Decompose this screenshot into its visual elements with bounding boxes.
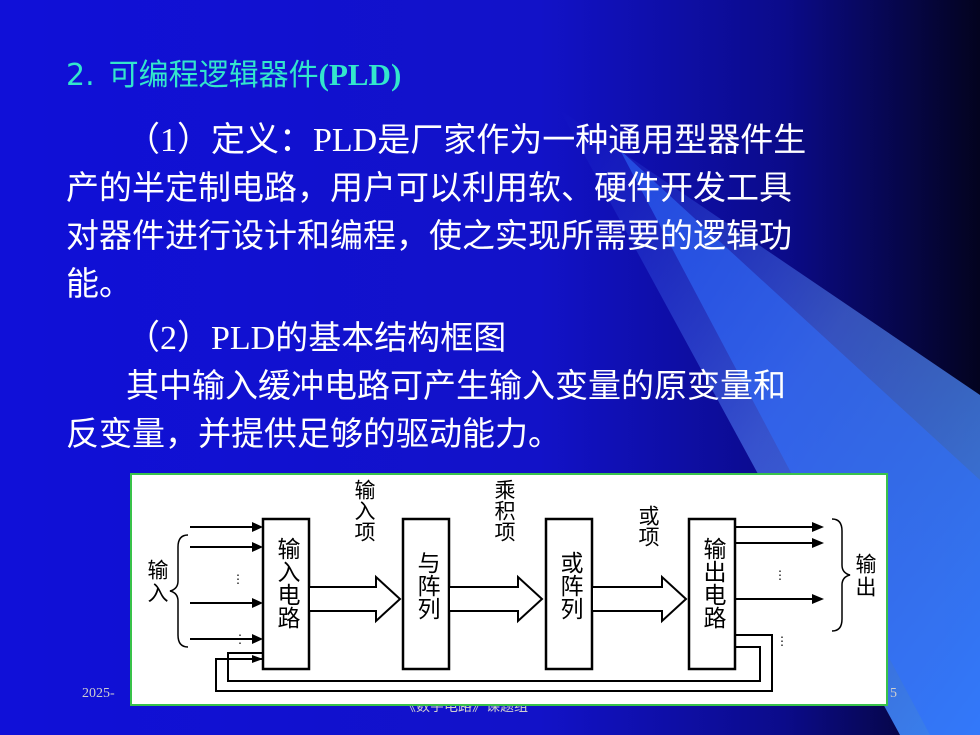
para2-prefix: （2） bbox=[126, 320, 211, 357]
para1-line2: 产的半定制电路，用户可以利用软、硬件开发工具 bbox=[66, 168, 792, 207]
output-feedback-ellipsis: ⋮ bbox=[776, 634, 788, 648]
block-input-circuit-text: 输入电路 bbox=[273, 537, 299, 629]
pld-block-diagram: ⋮ ⋮ ⋮ ⋮ 输入 输出 输入电路 与阵列 或阵列 输出电路 输入项 乘积项 … bbox=[130, 473, 888, 706]
feedback-ellipsis: ⋮ bbox=[234, 632, 246, 646]
output-label: 输出 bbox=[853, 553, 877, 599]
para2-line: （2）PLD的基本结构框图 bbox=[126, 318, 506, 359]
para1-text: 是厂家作为一种通用型器件生 bbox=[377, 120, 807, 159]
para3-line1: 其中输入缓冲电路可产生输入变量的原变量和 bbox=[126, 366, 786, 405]
title-latin: (PLD) bbox=[318, 57, 402, 92]
arrow-product-terms-label: 乘积项 bbox=[492, 479, 516, 542]
output-arrowheads bbox=[812, 522, 824, 604]
block-output-circuit bbox=[687, 517, 737, 671]
arrow-or-terms bbox=[591, 574, 688, 624]
feedback-loop-outer bbox=[215, 634, 773, 692]
para1-prefix: （1）定义： bbox=[126, 122, 313, 159]
arrow-input-terms-label: 输入项 bbox=[352, 479, 376, 542]
input-arrowheads bbox=[252, 522, 263, 644]
title-number: 2. bbox=[66, 58, 95, 93]
input-arrows bbox=[190, 526, 254, 640]
para1-line3: 对器件进行设计和编程，使之实现所需要的逻辑功 bbox=[66, 216, 792, 255]
arrow-product-terms bbox=[448, 574, 544, 624]
block-or-array bbox=[544, 517, 594, 671]
para2-text: 的基本结构框图 bbox=[275, 318, 507, 357]
arrow-input-terms bbox=[308, 574, 402, 624]
footer-date: 2025- bbox=[82, 686, 115, 701]
block-input-circuit bbox=[261, 517, 311, 671]
block-or-array-text: 或阵列 bbox=[556, 551, 582, 620]
input-ellipsis: ⋮ bbox=[232, 572, 244, 586]
block-output-circuit-text: 输出电路 bbox=[699, 537, 725, 629]
slide-title: 2. 可编程逻辑器件(PLD) bbox=[66, 50, 401, 94]
output-brace bbox=[831, 518, 851, 632]
pld-diagram-canvas: ⋮ ⋮ ⋮ ⋮ bbox=[169, 517, 851, 692]
input-brace bbox=[169, 534, 189, 648]
block-and-array bbox=[401, 517, 451, 671]
title-chinese: 可编程逻辑器件 bbox=[108, 58, 319, 93]
para1-line4: 能。 bbox=[66, 264, 132, 303]
footer-page-number: 5 bbox=[890, 686, 897, 701]
para2-latin: PLD bbox=[211, 320, 276, 357]
arrow-or-terms-label: 或项 bbox=[636, 505, 660, 547]
input-label: 输入 bbox=[145, 559, 169, 605]
para1-line1: （1）定义：PLD是厂家作为一种通用型器件生 bbox=[126, 120, 806, 161]
feedback-loop-inner bbox=[227, 646, 761, 682]
block-and-array-text: 与阵列 bbox=[413, 551, 439, 620]
output-ellipsis: ⋮ bbox=[774, 568, 786, 582]
feedback-arrowhead bbox=[252, 655, 263, 663]
para1-latin: PLD bbox=[313, 122, 378, 159]
para3-line2: 反变量，并提供足够的驱动能力。 bbox=[66, 414, 561, 453]
output-arrows bbox=[735, 526, 812, 600]
